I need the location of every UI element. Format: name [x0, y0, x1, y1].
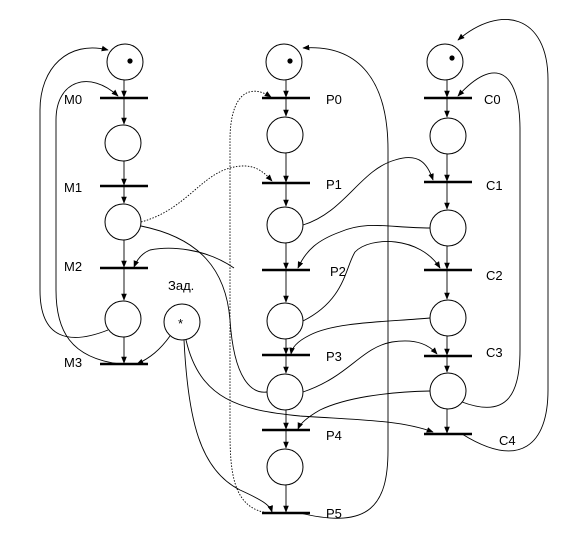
arc-c3-to-p3 [289, 317, 431, 355]
place-c3 [429, 299, 467, 337]
token-m [127, 58, 133, 64]
delay-symbol: * [178, 316, 183, 331]
label-m1: M1 [64, 180, 82, 195]
label-c4: C4 [499, 433, 516, 448]
place-p4 [266, 373, 304, 411]
arc-p2-to-c1 [302, 157, 434, 226]
token-p [287, 58, 293, 64]
label-c2: C2 [486, 268, 503, 283]
place-p-start [265, 43, 303, 81]
place-c1 [429, 117, 467, 155]
arc-p5-loop-to-start [299, 44, 389, 519]
label-p2: P2 [330, 264, 346, 279]
arc-c2-to-p2 [297, 224, 431, 269]
label-delay: Зад. [168, 278, 194, 293]
labels: M0 M1 M2 M3 P0 P1 P2 P3 P4 P5 C0 C1 C2 C… [64, 92, 516, 521]
arc-p3-to-c2 [302, 241, 441, 322]
place-c4 [429, 372, 467, 410]
arc-delay-to-p5 [183, 339, 273, 513]
column-c [424, 19, 549, 452]
place-c-start [426, 43, 464, 81]
arc-m2-to-p4 [140, 225, 268, 393]
label-c0: C0 [484, 92, 501, 107]
label-c1: C1 [486, 178, 503, 193]
arc-m3-loop-to-m0 [55, 81, 121, 365]
arc-c4-to-p4 [297, 390, 431, 430]
place-p1 [266, 116, 304, 154]
column-m [39, 43, 148, 366]
cross-arcs [133, 157, 441, 430]
token-c [449, 55, 455, 61]
arc-delay-to-m3 [136, 335, 171, 365]
arc-m3-loop-to-start [39, 45, 109, 338]
arc-delay-to-c4 [185, 339, 434, 433]
place-m-start [106, 43, 144, 81]
place-delay [163, 303, 201, 341]
place-m1 [104, 124, 142, 162]
label-m0: M0 [64, 92, 82, 107]
arc-p4-to-c3 [302, 340, 438, 393]
arc-p5-loop-to-p0 [229, 90, 272, 514]
place-p3 [266, 302, 304, 340]
place-m2 [104, 203, 142, 241]
place-p5 [266, 448, 304, 486]
label-p1: P1 [326, 177, 342, 192]
delay-group [136, 303, 434, 513]
place-c2 [429, 209, 467, 247]
place-p2 [266, 206, 304, 244]
label-p4: P4 [326, 428, 342, 443]
label-m3: M3 [64, 355, 82, 370]
arc-m2-to-p1 [140, 165, 273, 223]
arc-c4-loop-to-c0 [457, 72, 521, 408]
label-m2: M2 [64, 259, 82, 274]
label-p0: P0 [326, 92, 342, 107]
place-m3 [104, 300, 142, 338]
column-p [229, 43, 389, 519]
arc-c4-loop-to-start [457, 19, 549, 452]
arc-p-to-m2 [133, 247, 235, 269]
label-p5: P5 [326, 506, 342, 521]
label-p3: P3 [326, 349, 342, 364]
label-c3: C3 [486, 345, 503, 360]
